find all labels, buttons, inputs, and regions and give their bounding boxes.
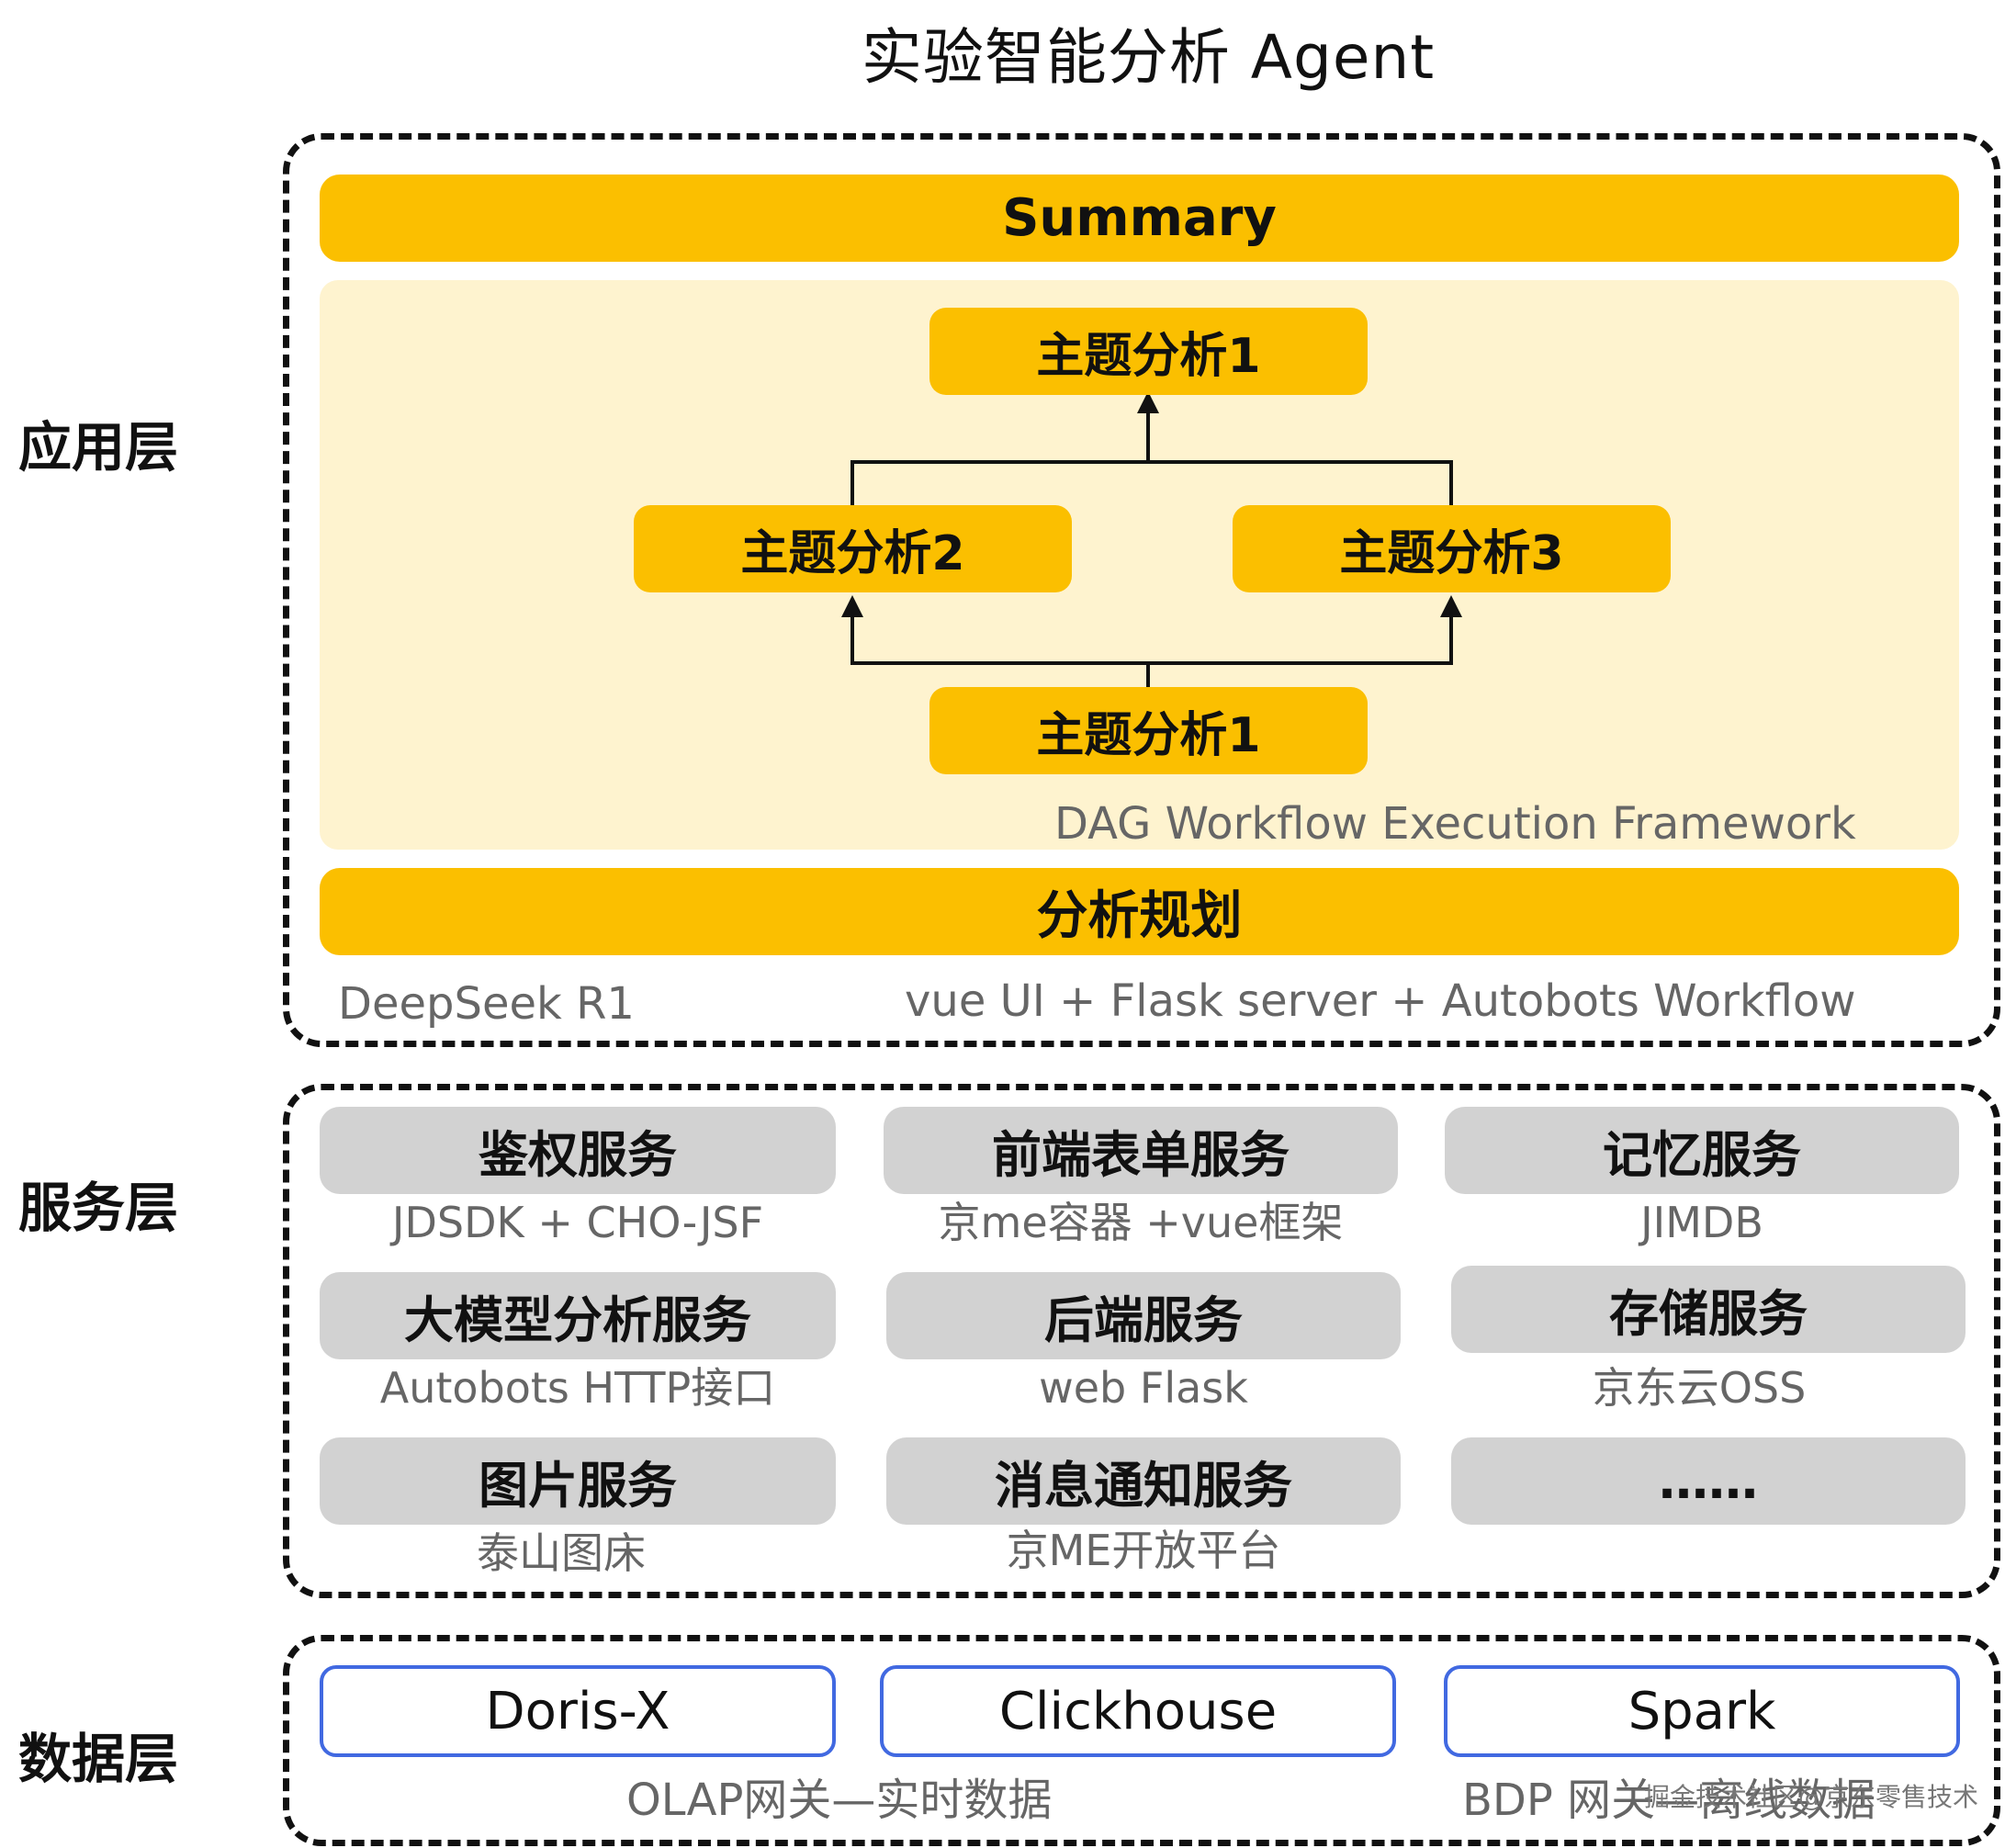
watermark: 掘金技术社区@京东零售技术 bbox=[1644, 1782, 1979, 1812]
stack-caption: vue UI + Flask server + Autobots Workflo… bbox=[905, 975, 1856, 1027]
summary-bar: Summary bbox=[320, 175, 1959, 262]
service-backend: 后端服务 bbox=[886, 1272, 1401, 1359]
service-auth: 鉴权服务 bbox=[320, 1107, 836, 1194]
service-frontend-form-detail: 京me容器 +vue框架 bbox=[938, 1198, 1344, 1247]
service-llm-analysis: 大模型分析服务 bbox=[320, 1272, 836, 1359]
service-auth-detail: JDSDK + CHO-JSF bbox=[391, 1198, 764, 1247]
store-doris-x: Doris-X bbox=[320, 1665, 836, 1757]
service-image: 图片服务 bbox=[320, 1437, 836, 1525]
dag-node-top: 主题分析1 bbox=[929, 308, 1368, 395]
gateway-realtime-caption: OLAP网关—实时数据 bbox=[626, 1775, 1053, 1826]
service-notification: 消息通知服务 bbox=[886, 1437, 1401, 1525]
dag-node-right: 主题分析3 bbox=[1233, 505, 1671, 592]
service-more: …… bbox=[1451, 1437, 1966, 1525]
service-frontend-form: 前端表单服务 bbox=[884, 1107, 1398, 1194]
service-memory-detail: JIMDB bbox=[1640, 1198, 1763, 1247]
dag-edge-to-left bbox=[841, 595, 1148, 665]
service-llm-analysis-detail: Autobots HTTP接口 bbox=[379, 1363, 776, 1413]
data-layer-box bbox=[283, 1635, 2000, 1846]
layer-label-data: 数据层 bbox=[18, 1728, 179, 1790]
dag-caption: DAG Workflow Execution Framework bbox=[1054, 798, 1856, 850]
service-memory: 记忆服务 bbox=[1445, 1107, 1959, 1194]
service-notification-detail: 京ME开放平台 bbox=[1006, 1526, 1281, 1575]
planning-bar: 分析规划 bbox=[320, 868, 1959, 955]
gateway-offline-caption: BDP 网关—离线数据 bbox=[1462, 1775, 1876, 1826]
service-backend-detail: web Flask bbox=[1039, 1363, 1248, 1413]
model-caption: DeepSeek R1 bbox=[338, 978, 635, 1030]
service-storage: 存储服务 bbox=[1451, 1266, 1966, 1353]
service-storage-detail: 京东云OSS bbox=[1592, 1363, 1807, 1413]
layer-label-app: 应用层 bbox=[18, 416, 179, 479]
dag-node-bottom: 主题分析1 bbox=[929, 687, 1368, 774]
app-layer-box bbox=[283, 133, 2000, 1047]
dag-edge-to-right bbox=[1148, 595, 1462, 665]
layer-label-service: 服务层 bbox=[18, 1177, 179, 1239]
dag-node-left: 主题分析2 bbox=[634, 505, 1072, 592]
diagram-title: 实验智能分析 Agent bbox=[861, 22, 1436, 93]
service-image-detail: 泰山图床 bbox=[477, 1528, 646, 1578]
service-layer-box bbox=[283, 1084, 2000, 1598]
store-spark: Spark bbox=[1444, 1665, 1960, 1757]
dag-edge-merge bbox=[850, 460, 1453, 505]
store-clickhouse: Clickhouse bbox=[880, 1665, 1396, 1757]
